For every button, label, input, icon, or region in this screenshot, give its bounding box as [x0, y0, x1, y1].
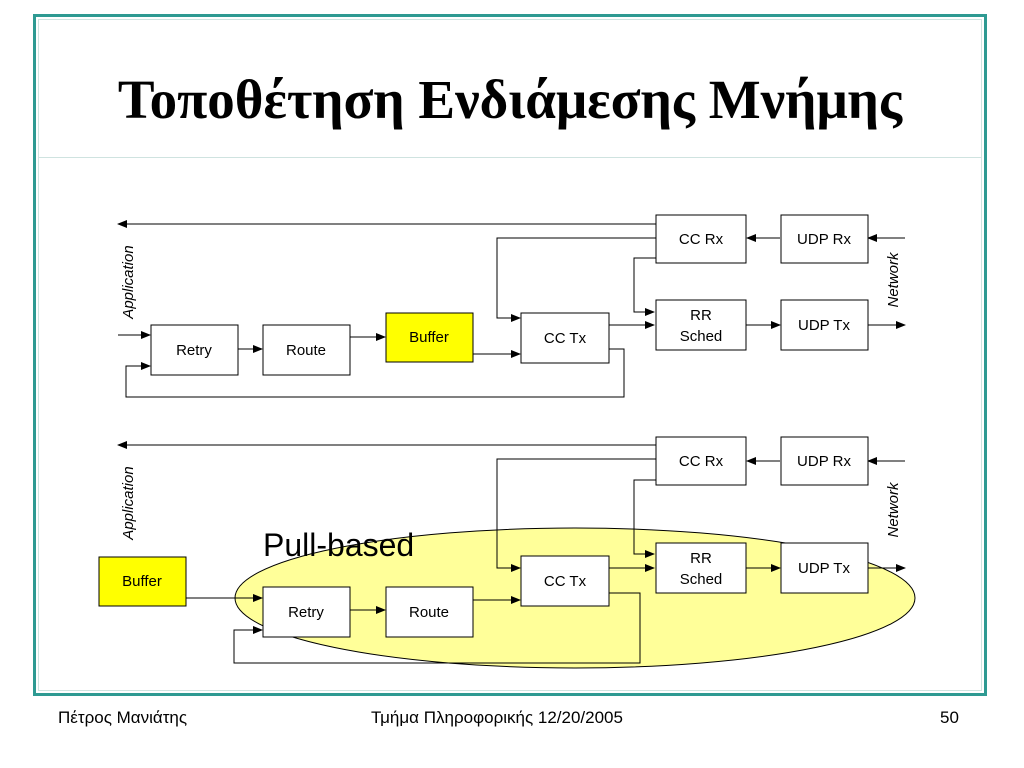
top-buffer-block	[385, 312, 474, 363]
title-divider	[38, 157, 982, 158]
top-network-label: Network	[885, 251, 902, 308]
bottom-ccrx-to-rrsched-arrow	[633, 479, 656, 558]
top-retry-feedback-arrow	[125, 348, 625, 398]
top-rr-sched-label-1: RR	[690, 307, 712, 324]
top-udp-tx-block	[780, 299, 869, 351]
bottom-retry-block	[262, 586, 351, 638]
bottom-rr-sched-block	[655, 542, 747, 594]
slide-title: Τοποθέτηση Ενδιάμεσης Μνήμης	[117, 69, 903, 130]
footer-department-date: Τμήμα Πληροφορικής 12/20/2005	[371, 708, 623, 727]
footer-author: Πέτρος Μανιάτης	[58, 708, 188, 727]
top-cc-tx-label: CC Tx	[544, 330, 587, 347]
bottom-cc-rx-label: CC Rx	[679, 453, 724, 470]
top-application-label: Application	[120, 245, 137, 319]
top-cc-tx-block	[520, 312, 610, 364]
top-ccrx-to-cctx-arrow	[496, 237, 656, 322]
bottom-buffer-label: Buffer	[122, 573, 162, 590]
bottom-udp-rx-label: UDP Rx	[797, 453, 851, 470]
bottom-udp-tx-label: UDP Tx	[798, 560, 850, 577]
top-diagram: CC Rx UDP Rx RR Sched UDP Tx CC Tx Retry…	[117, 214, 906, 398]
bottom-route-block	[385, 586, 474, 638]
top-ccrx-to-rrsched-arrow	[633, 257, 656, 316]
top-udp-rx-block	[780, 214, 869, 264]
top-rr-sched-block	[655, 299, 747, 351]
bottom-ccrx-to-cctx-arrow	[496, 458, 656, 572]
slide-frame	[33, 14, 987, 696]
footer-page-number: 50	[940, 708, 959, 727]
top-buffer-label: Buffer	[409, 329, 449, 346]
top-retry-label: Retry	[176, 342, 212, 359]
top-route-block	[262, 324, 351, 376]
bottom-retry-label: Retry	[288, 604, 324, 621]
bottom-rr-sched-label-1: RR	[690, 550, 712, 567]
bottom-cc-tx-block	[520, 555, 610, 607]
bottom-cc-tx-label: CC Tx	[544, 573, 587, 590]
top-cc-rx-block	[655, 214, 747, 264]
bottom-udp-tx-block	[780, 542, 869, 594]
bottom-application-label: Application	[120, 466, 137, 540]
bottom-retry-feedback-arrow	[233, 592, 641, 664]
bottom-udp-rx-block	[780, 436, 869, 486]
bottom-cc-rx-block	[655, 436, 747, 486]
bottom-rr-sched-label-2: Sched	[680, 571, 723, 588]
top-retry-block	[150, 324, 239, 376]
top-udp-rx-label: UDP Rx	[797, 231, 851, 248]
slide-inner-border	[38, 19, 982, 691]
top-route-label: Route	[286, 342, 326, 359]
bottom-diagram: CC Rx UDP Rx RR Sched UDP Tx CC Tx Retry…	[98, 436, 916, 669]
bottom-buffer-block	[98, 556, 187, 607]
pull-based-label: Pull-based	[263, 527, 414, 563]
top-udp-tx-label: UDP Tx	[798, 317, 850, 334]
top-rr-sched-label-2: Sched	[680, 328, 723, 345]
bottom-network-label: Network	[885, 481, 902, 538]
bottom-route-label: Route	[409, 604, 449, 621]
top-cc-rx-label: CC Rx	[679, 231, 724, 248]
